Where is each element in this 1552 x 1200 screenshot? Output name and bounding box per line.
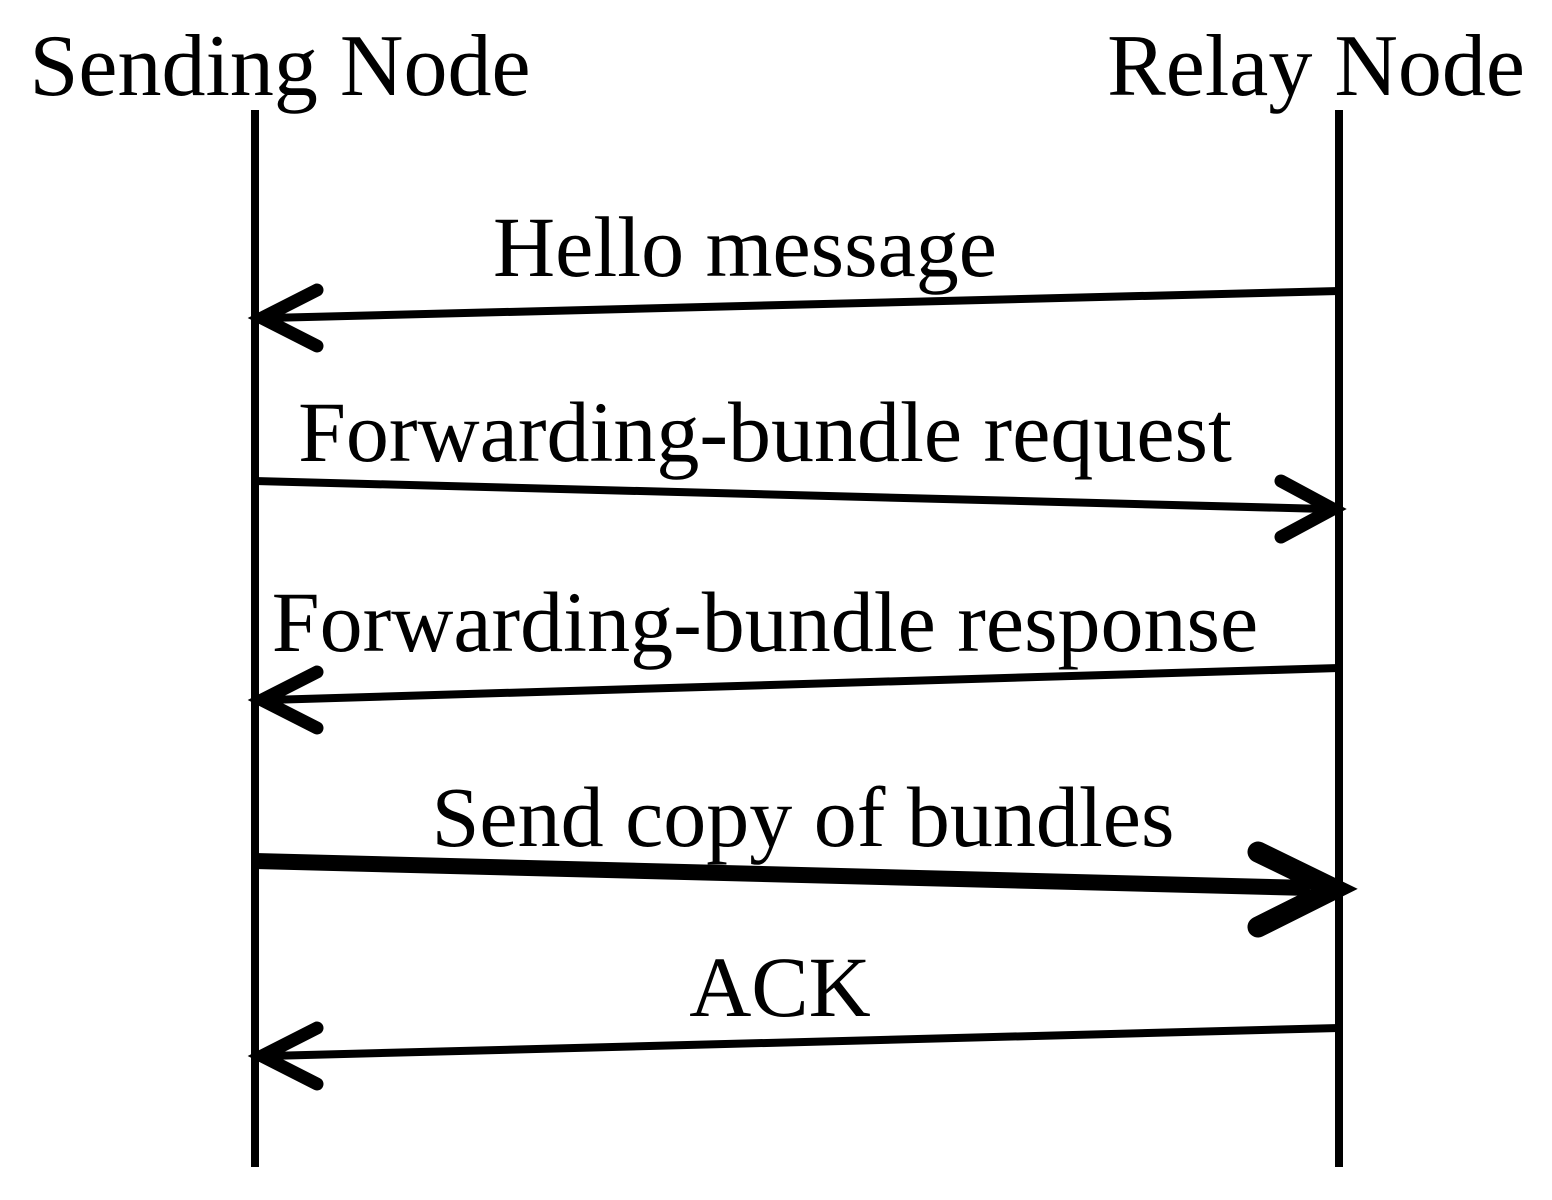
- message-hello-line: [267, 287, 1340, 322]
- actor-label-sending-node: Sending Node: [29, 18, 530, 115]
- message-send-copy-arrowhead-right-icon: [1247, 841, 1358, 938]
- message-forwarding-request-line: [254, 477, 1327, 513]
- message-forwarding-request-arrowhead-right-icon: [1274, 474, 1347, 544]
- message-forwarding-response-arrowhead-left-icon: [247, 665, 324, 735]
- message-ack: ACK: [247, 939, 1340, 1091]
- message-send-copy: Send copy of bundles: [254, 769, 1358, 938]
- message-hello-arrowhead-left-icon: [247, 283, 324, 353]
- message-forwarding-response-label: Forwarding-bundle response: [272, 574, 1258, 670]
- message-ack-label: ACK: [689, 939, 871, 1035]
- message-forwarding-response-line: [267, 664, 1340, 704]
- message-forwarding-request: Forwarding-bundle request: [254, 384, 1347, 544]
- message-hello: Hello message: [247, 199, 1340, 353]
- message-send-copy-line: [254, 853, 1311, 896]
- message-forwarding-request-label: Forwarding-bundle request: [298, 384, 1232, 480]
- message-ack-line: [267, 1024, 1340, 1060]
- message-forwarding-response: Forwarding-bundle response: [247, 574, 1340, 735]
- message-hello-label: Hello message: [493, 199, 997, 295]
- actor-label-relay-node: Relay Node: [1107, 18, 1525, 115]
- message-send-copy-label: Send copy of bundles: [432, 769, 1175, 865]
- message-ack-arrowhead-left-icon: [247, 1021, 324, 1091]
